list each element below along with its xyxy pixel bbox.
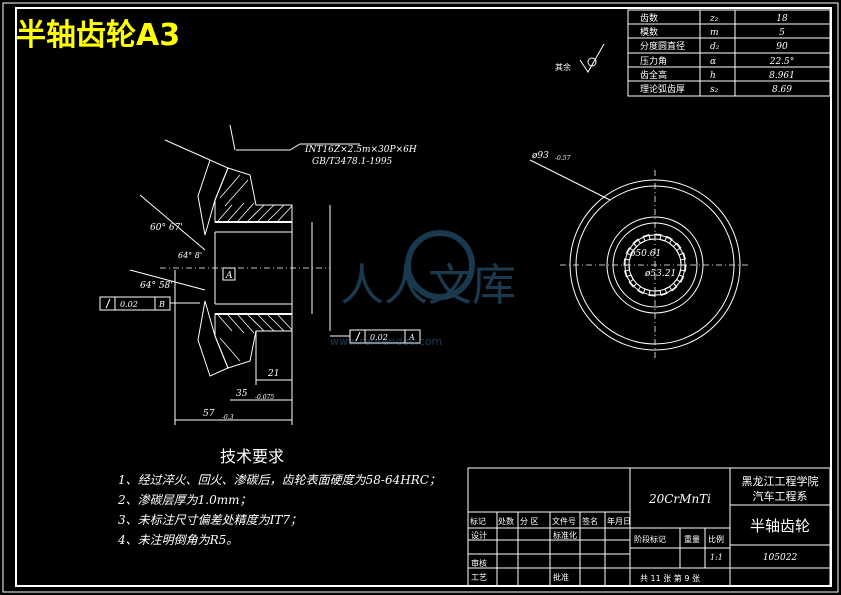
param-val-3: 22.5° <box>769 57 795 67</box>
tol-perp-ref: B <box>158 300 165 309</box>
dim-angle-2: 64° 58' <box>140 281 173 291</box>
watermark: 人人文库 www.renrendoc.com <box>330 230 516 348</box>
drawing-title: 半轴齿轮A3 <box>16 18 180 53</box>
tech-item-4: 4、未注明倒角为R5。 <box>117 533 238 547</box>
dim-21: 21 <box>267 369 279 379</box>
param-val-0: 18 <box>776 14 788 24</box>
tb-sheets: 共 11 张 第 9 张 <box>640 573 700 583</box>
tech-title: 技术要求 <box>220 447 284 466</box>
tb-process: 工艺 <box>471 573 487 582</box>
roughness-symbol: 其余 <box>555 43 605 73</box>
tol-run: 0.02 <box>370 333 388 342</box>
param-name-1: 模数 <box>640 26 658 38</box>
title-block: 标记 处数 分 区 文件号 签名 年月日 设计 标准化 审核 工艺 批准 20C… <box>467 467 831 587</box>
tech-requirements: 技术要求 1、经过淬火、回火、渗碳后，齿轮表面硬度为58-64HRC； 2、渗碳… <box>117 447 441 547</box>
watermark-url: www.renrendoc.com <box>330 335 442 348</box>
param-name-5: 理论弧齿厚 <box>640 83 685 95</box>
tb-header-3: 文件号 <box>552 516 576 526</box>
roughness-label: 其余 <box>555 62 571 72</box>
tb-review: 审核 <box>471 558 487 568</box>
tol-run-ref: A <box>408 333 415 342</box>
spline-profile <box>623 233 687 297</box>
param-sym-3: α <box>710 57 716 67</box>
dim-d93-tol: -0.57 <box>555 155 571 162</box>
tb-standard: 标准化 <box>553 530 577 540</box>
tb-approve: 批准 <box>553 572 569 582</box>
param-sym-4: h <box>710 71 716 81</box>
param-sym-1: m <box>710 28 719 38</box>
tb-header-2: 分 区 <box>520 517 539 526</box>
tb-dept: 汽车工程系 <box>753 489 808 503</box>
tolerance-frame-perp: 0.02 B <box>99 296 200 311</box>
param-sym-2: d₂ <box>710 42 720 52</box>
param-val-4: 8.961 <box>769 71 795 81</box>
tb-stage: 阶段标记 <box>634 534 666 544</box>
param-name-0: 齿数 <box>640 12 658 24</box>
param-val-5: 8.69 <box>772 85 792 95</box>
tb-design: 设计 <box>471 530 487 540</box>
param-name-2: 分度圆直径 <box>640 40 685 52</box>
tb-ratio: 比例 <box>708 534 724 544</box>
inner-border <box>15 7 832 587</box>
tb-part: 半轴齿轮 <box>750 517 810 535</box>
param-val-2: 90 <box>776 42 788 52</box>
datum-a: A <box>225 271 233 281</box>
dim-d93: ø93 <box>531 151 549 161</box>
front-view: ø93 -0.57 ø50.61 ø53.21 <box>529 151 750 360</box>
spline-teeth <box>623 233 687 297</box>
dim-35: 35 <box>236 389 248 399</box>
tb-scale: 1:1 <box>710 553 723 562</box>
dim-d50: ø50.61 <box>629 249 661 259</box>
param-val-1: 5 <box>779 28 785 38</box>
dim-d53: ø53.21 <box>644 269 676 279</box>
tb-material: 20CrMnTi <box>648 492 711 506</box>
section-view: 21 35 -0.075 57 -0.3 60° 67' 64° 58' 64°… <box>99 124 421 425</box>
tb-weight: 重量 <box>684 534 700 544</box>
tb-header-1: 处数 <box>498 516 514 526</box>
tol-perp: 0.02 <box>120 300 138 309</box>
param-sym-5: s₂ <box>710 85 719 95</box>
param-name-3: 压力角 <box>640 55 667 67</box>
tech-item-3: 3、未标注尺寸偏差处精度为IT7； <box>118 513 302 527</box>
spline-note-1: INT16Z×2.5m×30P×6H <box>304 145 417 155</box>
tb-drawing-no: 105022 <box>763 553 798 563</box>
dim-angle-1: 60° 67' <box>150 223 183 233</box>
spline-note-2: GB/T3478.1-1995 <box>312 157 393 167</box>
tb-header-0: 标记 <box>470 516 486 526</box>
tb-header-5: 年月日 <box>607 516 631 526</box>
dim-57: 57 <box>203 409 215 419</box>
dim-35-tol: -0.075 <box>255 394 274 401</box>
parameter-table: 齿数 模数 分度圆直径 压力角 齿全高 理论弧齿厚 z₂ m d₂ α h s₂… <box>627 9 831 97</box>
dim-57-tol: -0.3 <box>222 414 234 421</box>
tech-item-2: 2、渗碳层厚为1.0mm； <box>117 493 251 507</box>
tolerance-frame-run: 0.02 A <box>330 329 421 344</box>
tb-school: 黑龙江工程学院 <box>742 474 819 488</box>
param-name-4: 齿全高 <box>640 69 667 81</box>
tech-item-1: 1、经过淬火、回火、渗碳后，齿轮表面硬度为58-64HRC； <box>118 473 441 487</box>
dim-angle-3: 64° 8' <box>178 251 202 260</box>
param-sym-0: z₂ <box>709 14 719 24</box>
watermark-text: 人人文库 <box>340 260 516 311</box>
tb-header-4: 签名 <box>582 516 598 526</box>
